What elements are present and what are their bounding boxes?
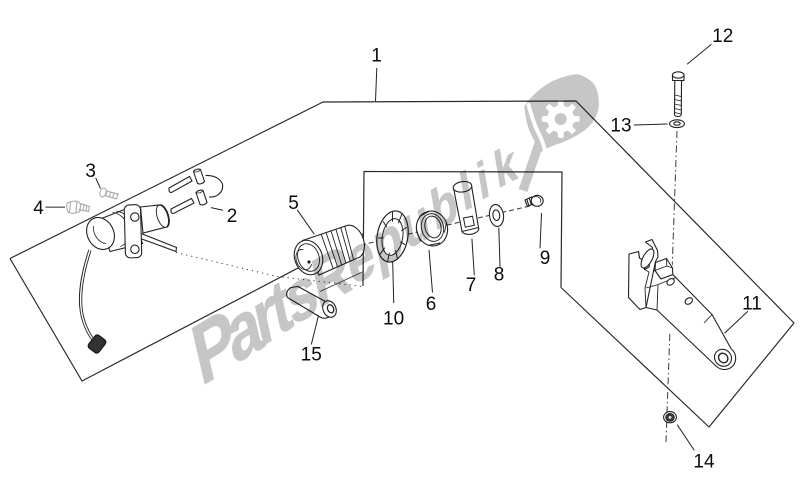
svg-text:4: 4 [33, 198, 44, 219]
svg-text:3: 3 [85, 161, 96, 182]
svg-text:9: 9 [540, 248, 551, 269]
svg-text:6: 6 [426, 294, 437, 315]
svg-text:13: 13 [610, 116, 631, 137]
svg-text:2: 2 [227, 206, 238, 227]
svg-text:8: 8 [494, 265, 505, 286]
svg-text:14: 14 [693, 451, 715, 472]
svg-text:11: 11 [742, 294, 762, 315]
svg-text:7: 7 [466, 275, 477, 296]
svg-text:10: 10 [383, 308, 404, 329]
svg-text:12: 12 [712, 26, 733, 47]
svg-text:5: 5 [288, 193, 299, 214]
svg-text:15: 15 [301, 345, 322, 366]
svg-text:1: 1 [371, 46, 382, 67]
